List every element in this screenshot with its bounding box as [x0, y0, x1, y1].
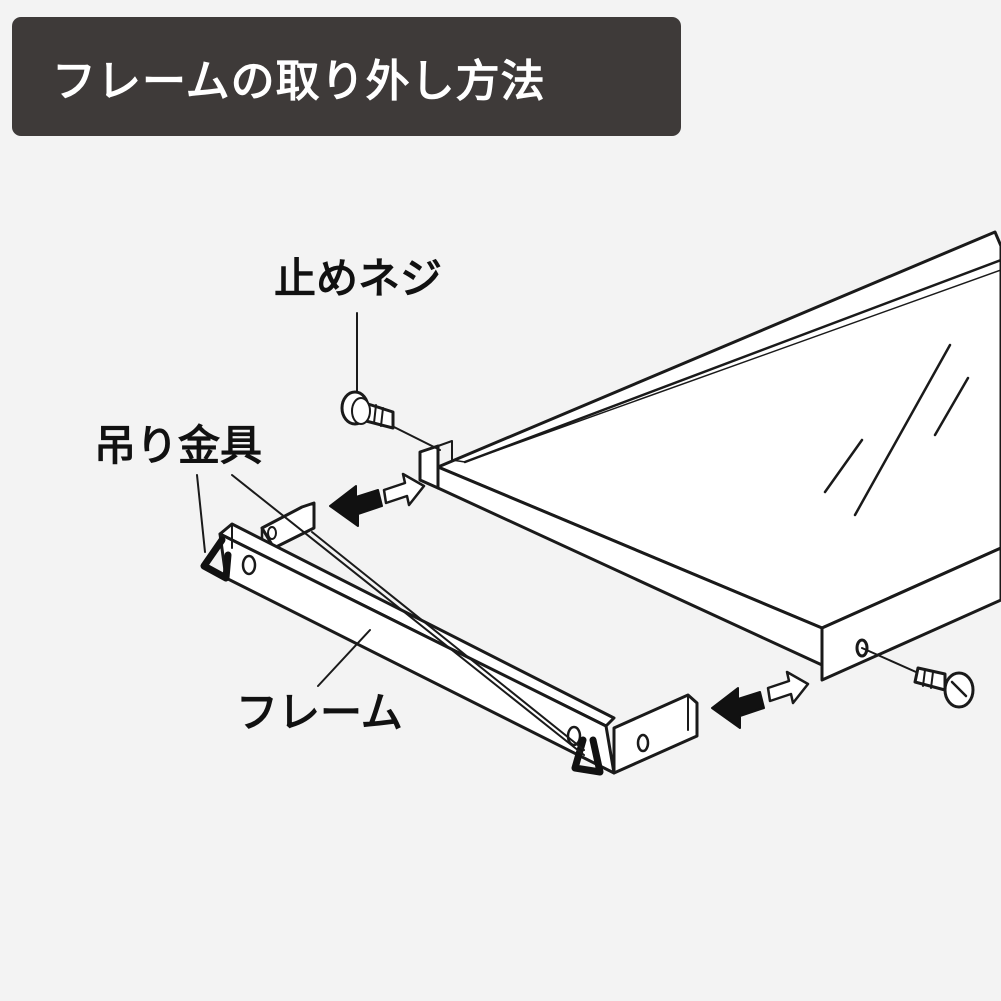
label-frame: フレーム: [236, 688, 403, 737]
shelf-corner-detail: [437, 440, 453, 461]
hanger-icon: [571, 736, 604, 776]
screw-guide-line: [391, 425, 441, 451]
frame-front-face: [218, 532, 616, 775]
frame-hole-right: [636, 733, 650, 753]
shelf-rim-left: [451, 459, 466, 463]
screw-icon: [340, 390, 441, 451]
arrow-left-icon: [329, 485, 383, 527]
leader-hanger-right: [231, 474, 585, 756]
frame-end-bracket-right: [612, 693, 699, 775]
shelf-corner-tab: [418, 444, 440, 490]
shelf-rim-back: [463, 258, 1001, 464]
arrow-left-icon: [711, 687, 765, 729]
shelf-panel: [418, 230, 1001, 682]
glass-reflection-1: [823, 438, 864, 494]
leader-frame: [317, 629, 371, 687]
shelf-rim-back-inner: [464, 269, 1001, 463]
screw-icon: [861, 647, 975, 709]
frame-hole-left: [241, 554, 257, 576]
glass-reflection-3: [933, 376, 970, 437]
screw-guide-line: [861, 647, 926, 677]
screw-shaft: [913, 666, 947, 692]
page-title: フレームの取り外し方法: [52, 55, 546, 107]
frame-end-bracket-left: [260, 501, 316, 550]
leader-hanger-cross: [311, 531, 585, 751]
glass-reflection-2: [853, 343, 952, 517]
title-banner: フレームの取り外し方法: [12, 17, 681, 136]
label-hanger: 吊り金具: [94, 421, 263, 470]
arrow-right-outline-icon: [766, 670, 810, 705]
label-screw: 止めネジ: [274, 254, 443, 303]
leader-hanger-left: [196, 474, 206, 553]
arrow-right-outline-icon: [382, 472, 426, 507]
hanger-icon: [200, 536, 232, 582]
